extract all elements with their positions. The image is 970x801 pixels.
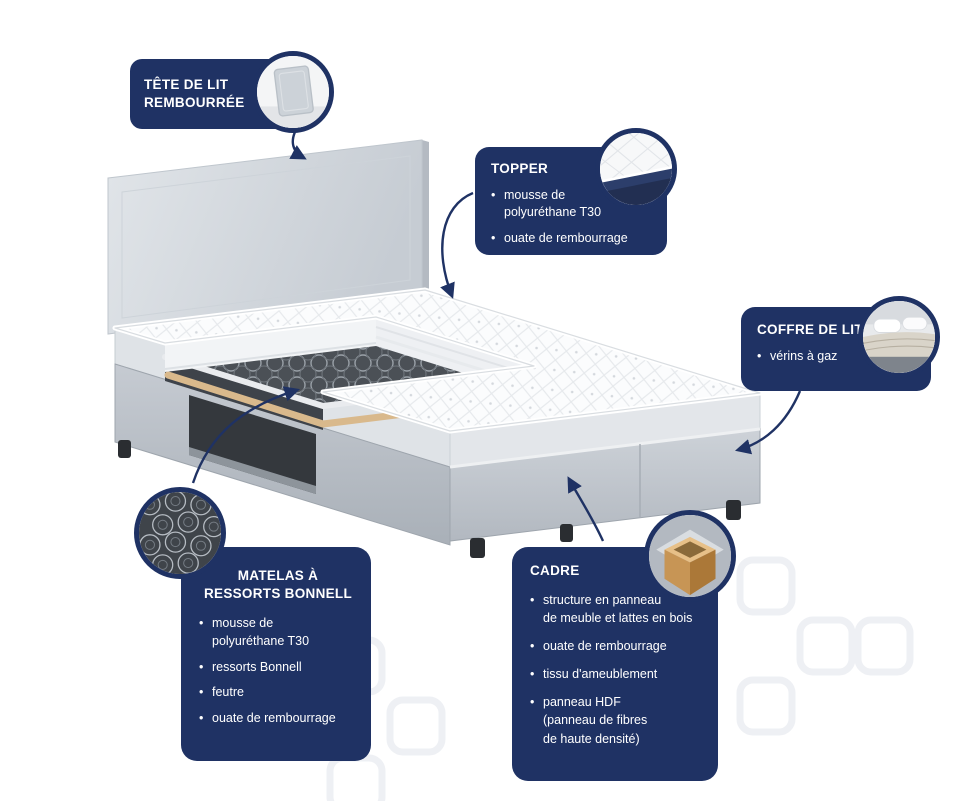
storage-photo-art: [863, 301, 935, 373]
feature-bullet: ouate de rembourrage: [491, 230, 651, 248]
callout-mattress-title: MATELAS À RESSORTS BONNELL: [199, 567, 357, 602]
callout-storage-title: COFFRE DE LIT: [757, 321, 915, 339]
callout-headboard-title-line1: TÊTE DE LIT: [144, 77, 229, 92]
feature-bullet: panneau HDF (panneau de fibres de haute …: [530, 693, 704, 749]
callout-mattress-title-line2: RESSORTS BONNELL: [203, 585, 353, 601]
callout-topper-title-text: TOPPER: [491, 161, 549, 176]
feature-list: mousse de polyuréthane T30 ouate de remb…: [491, 187, 651, 248]
feature-bullet: mousse de polyuréthane T30: [199, 615, 357, 651]
callout-headboard-title-line2: REMBOURRÉE: [144, 94, 245, 110]
springs-photo-art: [139, 492, 221, 574]
callout-headboard-title: TÊTE DE LIT REMBOURRÉE: [144, 76, 284, 111]
feature-bullet: ressorts Bonnell: [199, 659, 357, 677]
feature-bullet: vérins à gaz: [757, 348, 915, 366]
feature-bullet: structure en panneau de meuble et lattes…: [530, 591, 704, 629]
headboard-photo-art: [257, 56, 329, 128]
bed-foot-side: [449, 392, 761, 542]
callout-frame-title: CADRE: [530, 562, 704, 580]
callout-topper-title: TOPPER: [491, 160, 651, 178]
feature-bullet: feutre: [199, 684, 357, 702]
bonnell-springs-photo: [134, 487, 226, 579]
topper-quilt-photo: [595, 128, 677, 210]
open-storage-photo: [858, 296, 940, 378]
mattress-top: [112, 287, 763, 434]
feature-list: mousse de polyuréthane T30 ressorts Bonn…: [199, 615, 357, 728]
callout-frame-title-text: CADRE: [530, 563, 580, 578]
frame-photo-art: [649, 515, 731, 597]
feature-list: structure en panneau de meuble et lattes…: [530, 591, 704, 749]
frame-corner-photo: [644, 510, 736, 602]
feature-bullet: ouate de rembourrage: [199, 710, 357, 728]
feature-list: vérins à gaz: [757, 348, 915, 366]
topper-photo-art: [600, 133, 672, 205]
callout-mattress: MATELAS À RESSORTS BONNELL mousse de pol…: [181, 547, 371, 761]
feature-bullet: mousse de polyuréthane T30: [491, 187, 651, 223]
headboard-photo: [252, 51, 334, 133]
callout-mattress-title-line1: MATELAS À: [237, 568, 319, 583]
feature-bullet: ouate de rembourrage: [530, 637, 704, 656]
bed-feet: [118, 440, 741, 558]
callout-storage-title-text: COFFRE DE LIT: [757, 322, 863, 337]
headboard-group: [107, 139, 429, 335]
feature-bullet: tissu d'ameublement: [530, 665, 704, 684]
